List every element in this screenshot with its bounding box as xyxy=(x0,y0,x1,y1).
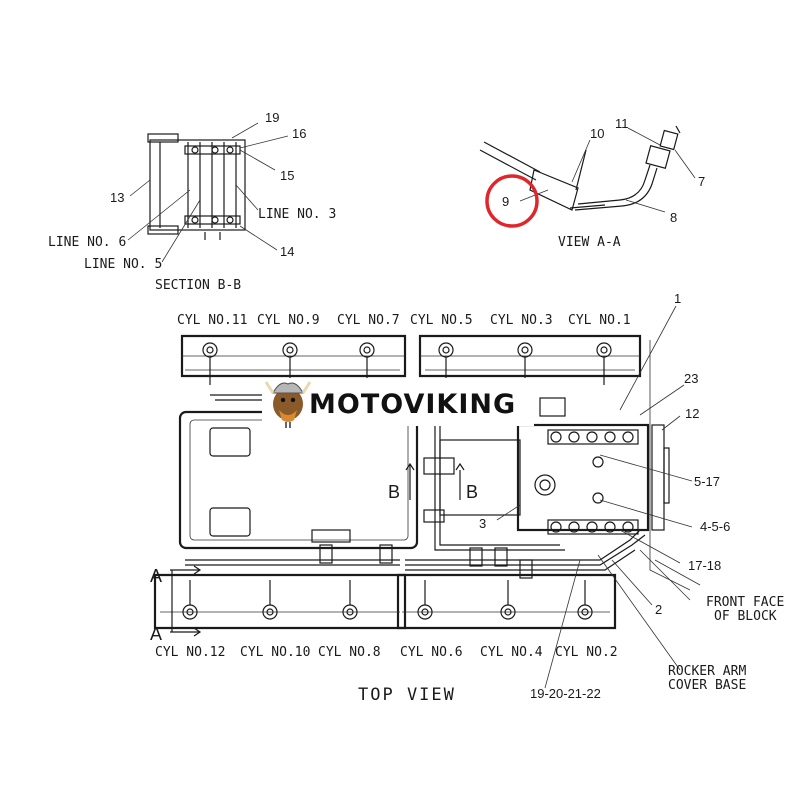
callout-12: 12 xyxy=(685,406,699,421)
section-bb-title: SECTION B-B xyxy=(155,278,241,293)
view-aa: 11 10 7 9 8 VIEW A-A xyxy=(479,116,705,250)
section-marker-b-right: B xyxy=(466,482,478,502)
callout-7: 7 xyxy=(698,174,705,189)
label-line-no-5: LINE NO. 5 xyxy=(84,257,162,272)
note-front-face: FRONT FACE xyxy=(706,595,784,610)
watermark-text: MOTOVIKING xyxy=(309,389,516,420)
cyl-label-9: CYL NO.9 xyxy=(257,313,320,328)
callout-10: 10 xyxy=(590,126,604,141)
section-bb: 19 16 15 13 LINE NO. 3 LINE NO. 6 LINE N… xyxy=(48,110,336,293)
callout-11: 11 xyxy=(615,116,629,131)
callout-5-17: 5-17 xyxy=(694,474,720,489)
section-marker-a-top: A xyxy=(150,566,162,586)
callout-8: 8 xyxy=(670,210,677,225)
cyl-label-8: CYL NO.8 xyxy=(318,645,381,660)
callout-4-5-6: 4-5-6 xyxy=(700,519,730,534)
note-cover-base: COVER BASE xyxy=(668,678,746,693)
callout-19: 19 xyxy=(265,110,279,125)
callout-1: 1 xyxy=(674,291,681,306)
callout-14: 14 xyxy=(280,244,294,259)
cyl-label-12: CYL NO.12 xyxy=(155,645,225,660)
label-line-no-3: LINE NO. 3 xyxy=(258,207,336,222)
top-view-title: TOP VIEW xyxy=(358,685,456,705)
cyl-label-6: CYL NO.6 xyxy=(400,645,463,660)
highlight-circle xyxy=(485,174,539,228)
cyl-label-11: CYL NO.11 xyxy=(177,313,247,328)
viking-mascot-icon xyxy=(264,381,312,428)
cyl-label-5: CYL NO.5 xyxy=(410,313,473,328)
engine-drawing xyxy=(153,305,701,689)
note-rocker-arm: ROCKER ARM xyxy=(668,664,746,679)
view-aa-title: VIEW A-A xyxy=(558,235,621,250)
cyl-label-2: CYL NO.2 xyxy=(555,645,618,660)
section-marker-b-left: B xyxy=(388,482,400,502)
watermark: MOTOVIKING xyxy=(262,378,534,428)
callout-9: 9 xyxy=(502,194,509,209)
callout-19-20-21-22: 19-20-21-22 xyxy=(530,686,601,701)
view-aa-drawing xyxy=(479,125,696,213)
cyl-label-3: CYL NO.3 xyxy=(490,313,553,328)
note-of-block: OF BLOCK xyxy=(714,609,777,624)
callout-3: 3 xyxy=(479,516,486,531)
top-view: CYL NO.11 CYL NO.9 CYL NO.7 CYL NO.5 CYL… xyxy=(150,291,784,705)
callout-2: 2 xyxy=(655,602,662,617)
section-marker-a-bottom: A xyxy=(150,624,162,644)
callout-23: 23 xyxy=(684,371,698,386)
callout-16: 16 xyxy=(292,126,306,141)
cyl-label-7: CYL NO.7 xyxy=(337,313,400,328)
callout-15: 15 xyxy=(280,168,294,183)
section-bb-drawing xyxy=(127,122,289,263)
cyl-label-10: CYL NO.10 xyxy=(240,645,310,660)
cyl-label-4: CYL NO.4 xyxy=(480,645,543,660)
callout-17-18: 17-18 xyxy=(688,558,721,573)
callout-13: 13 xyxy=(110,190,124,205)
cyl-label-1: CYL NO.1 xyxy=(568,313,631,328)
label-line-no-6: LINE NO. 6 xyxy=(48,235,126,250)
